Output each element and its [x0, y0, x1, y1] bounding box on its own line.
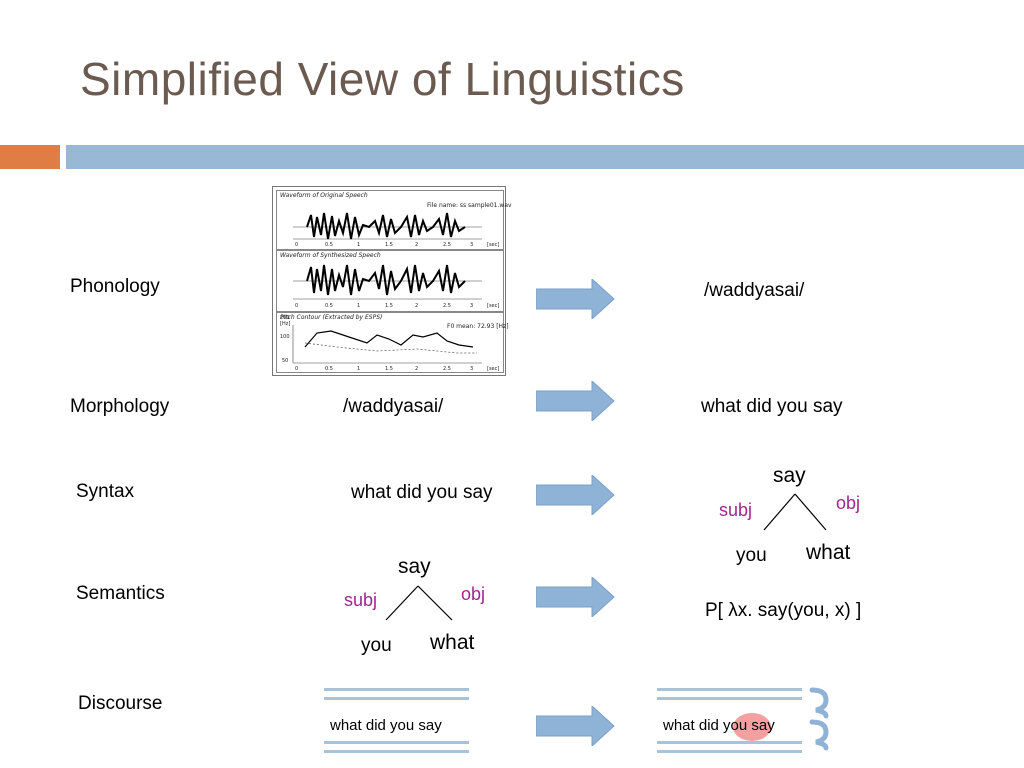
- discourse-input: what did you say: [330, 717, 442, 734]
- discourse-output-after: say: [751, 717, 775, 734]
- svg-text:200: 200: [280, 315, 290, 321]
- svg-text:2: 2: [415, 303, 418, 309]
- svg-text:2.5: 2.5: [443, 303, 451, 309]
- waveform-original-plot: 0 0.5 1 1.5 2 2.5 3 [sec]: [293, 212, 499, 248]
- header-accent-blue: [66, 145, 1024, 169]
- tree-subj-node: you: [361, 635, 392, 656]
- svg-text:1.5: 1.5: [385, 303, 393, 309]
- tree-obj-label: obj: [836, 493, 861, 513]
- svg-text:1: 1: [357, 242, 360, 248]
- pitch-contour-caption: Pitch Contour (Extracted by ESPS): [280, 314, 383, 321]
- header-accent-orange: [0, 145, 60, 169]
- discourse-output-highlight: you: [723, 717, 748, 734]
- pitch-contour-panel: Pitch Contour (Extracted by ESPS) F0 mea…: [276, 312, 509, 373]
- waveform-synthesized-panel: Waveform of Synthesized Speech 0 0.5 1 1.5…: [276, 250, 504, 312]
- tree-subj-node: you: [736, 545, 767, 566]
- pitch-contour-plot: 200[Hz] 100 50 0 0.5 1 1.5 2 2.5 3 [sec]: [280, 315, 499, 372]
- svg-text:1: 1: [357, 366, 360, 372]
- tree-subj-label: subj: [719, 500, 753, 520]
- svg-text:[Hz]: [Hz]: [280, 321, 290, 327]
- svg-text:1.5: 1.5: [385, 242, 393, 248]
- arrow-right-icon: [536, 577, 615, 617]
- svg-text:0: 0: [295, 303, 298, 309]
- svg-text:2: 2: [415, 366, 418, 372]
- row-label-morphology: Morphology: [70, 396, 170, 417]
- waveform-original-caption: Waveform of Original Speech: [280, 192, 368, 199]
- tree-subj-label: subj: [344, 590, 378, 610]
- svg-text:1.5: 1.5: [385, 366, 393, 372]
- speech-waveform-image: Waveform of Original Speech File name: s…: [272, 186, 512, 376]
- tree-obj-node: what: [806, 541, 851, 564]
- arrow-right-icon: [536, 475, 615, 515]
- svg-text:2: 2: [415, 242, 418, 248]
- tree-obj-node: what: [430, 631, 475, 654]
- waveform-synthesized-plot: 0 0.5 1 1.5 2 2.5 3 [sec]: [293, 264, 499, 309]
- svg-text:50: 50: [282, 358, 288, 364]
- svg-text:[sec]: [sec]: [487, 242, 499, 248]
- row-label-discourse: Discourse: [78, 693, 163, 714]
- arrow-right-icon: [536, 279, 615, 319]
- svg-text:3: 3: [470, 242, 473, 248]
- pitch-mean-label: F0 mean: 72.93 [Hz]: [447, 323, 509, 330]
- svg-text:2.5: 2.5: [443, 242, 451, 248]
- svg-text:3: 3: [470, 366, 473, 372]
- svg-text:100: 100: [280, 334, 290, 340]
- syntax-input: what did you say: [351, 482, 493, 503]
- phonology-output: /waddyasai/: [704, 280, 805, 301]
- svg-text:1: 1: [357, 303, 360, 309]
- waveform-original-panel: Waveform of Original Speech File name: s…: [276, 190, 512, 250]
- svg-text:3: 3: [470, 303, 473, 309]
- row-label-phonology: Phonology: [70, 276, 160, 297]
- svg-text:2.5: 2.5: [443, 366, 451, 372]
- arrow-right-icon: [536, 706, 615, 746]
- svg-text:[sec]: [sec]: [487, 366, 499, 372]
- discourse-output-before: what did: [663, 717, 719, 734]
- svg-text:0.5: 0.5: [325, 242, 333, 248]
- morphology-input: /waddyasai/: [343, 396, 444, 417]
- waveform-synthesized-caption: Waveform of Synthesized Speech: [280, 252, 381, 259]
- morphology-output: what did you say: [701, 396, 843, 417]
- slide-title: Simplified View of Linguistics: [80, 53, 685, 105]
- tree-obj-label: obj: [461, 584, 486, 604]
- highlight-circle: [733, 713, 771, 741]
- tree-root: say: [773, 464, 806, 487]
- file-name-label: File name: ss sample01.wav: [427, 202, 512, 209]
- svg-text:0: 0: [295, 366, 298, 372]
- svg-text:[sec]: [sec]: [487, 303, 499, 309]
- svg-text:0.5: 0.5: [325, 303, 333, 309]
- semantics-output: P[ λx. say(you, x) ]: [705, 600, 862, 621]
- svg-text:0.5: 0.5: [325, 366, 333, 372]
- row-label-syntax: Syntax: [76, 481, 135, 502]
- tree-root: say: [398, 555, 431, 578]
- tree-branches: [385, 585, 453, 621]
- svg-text:0: 0: [295, 242, 298, 248]
- row-label-semantics: Semantics: [76, 583, 165, 604]
- tree-branches: [763, 493, 827, 531]
- discourse-output: what did you say: [663, 717, 775, 734]
- arrow-right-icon: [536, 381, 615, 421]
- curly-bracket-icon: [809, 687, 829, 751]
